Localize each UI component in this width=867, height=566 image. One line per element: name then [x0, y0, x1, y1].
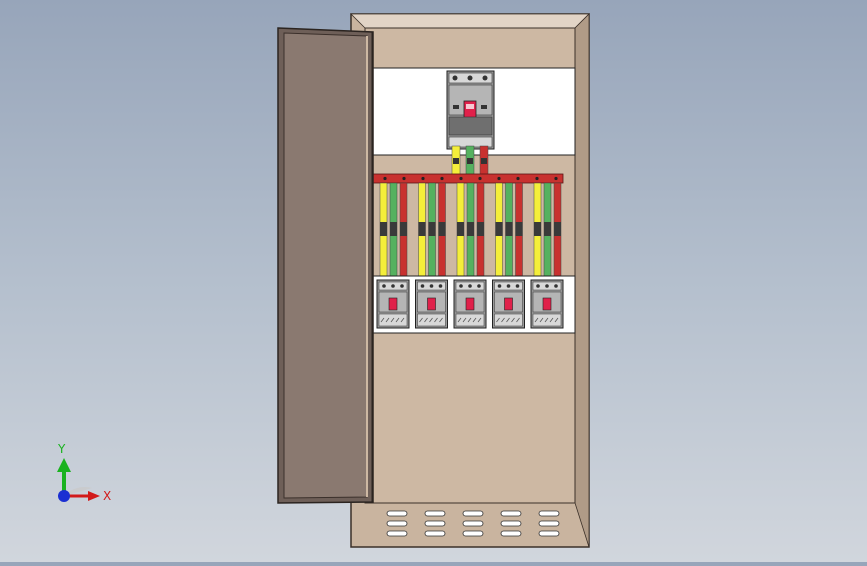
branch-breaker[interactable]: [415, 279, 448, 329]
branch-breaker[interactable]: [376, 279, 410, 329]
triad-axes-icon: Y X: [57, 442, 111, 503]
cabinet-door[interactable]: [277, 27, 374, 504]
branch-wires: [379, 182, 562, 282]
busbar: [372, 173, 564, 184]
coordinate-triad: Y X: [44, 440, 124, 520]
branch-breaker[interactable]: [492, 279, 525, 329]
ventilation-slots: [386, 510, 560, 537]
main-feed-wires: [451, 145, 489, 177]
y-axis-label: Y: [57, 442, 66, 456]
branch-breakers[interactable]: [376, 279, 564, 329]
y-arrow-icon: [57, 458, 71, 472]
branch-breaker[interactable]: [453, 279, 487, 329]
x-axis-label: X: [103, 489, 111, 503]
z-axis-icon: [58, 490, 70, 502]
branch-breaker[interactable]: [530, 279, 564, 329]
main-breaker[interactable]: [446, 70, 495, 150]
x-arrow-icon: [88, 491, 100, 501]
